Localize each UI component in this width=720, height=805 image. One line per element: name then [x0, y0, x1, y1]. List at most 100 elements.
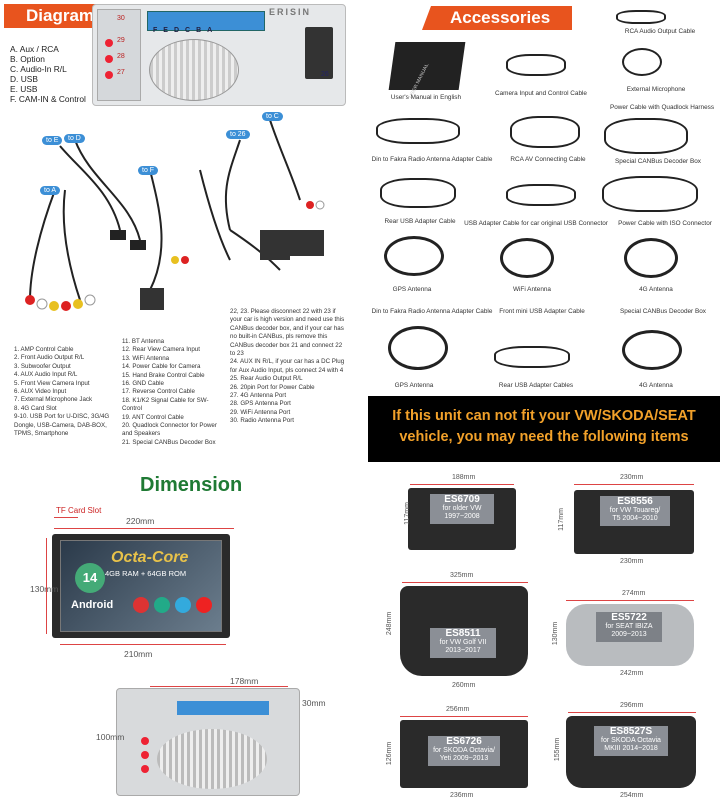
rca-plug	[25, 295, 35, 305]
model-desc1: for SKODA Octavia	[601, 736, 661, 744]
rca-plug	[49, 301, 59, 311]
wire-item: 3. Subwoofer Output	[14, 362, 71, 370]
diagram-legend: A. Aux / RCA B. Option C. Audio-In R/L D…	[10, 44, 86, 104]
model-top-dim: 256mm	[446, 706, 470, 713]
rca-av-cable-image	[510, 116, 580, 148]
usb-plug	[110, 230, 126, 240]
port-letter: E	[163, 27, 168, 34]
wire-item: 25. Rear Audio Output R/L	[230, 375, 303, 383]
panel-number: 27	[117, 69, 125, 76]
model-desc1: for VW Golf VII	[439, 638, 487, 646]
model-bottom-dim: 254mm	[620, 792, 644, 799]
wire-item: 5. Front View Camera Input	[14, 379, 90, 387]
model-bottom-dim: 230mm	[620, 558, 644, 565]
usb-adapter-image	[506, 184, 576, 206]
diagram-banner: Diagram	[4, 4, 109, 28]
wire-item: 8. 4G Card Slot	[14, 404, 57, 412]
height-label: 130mm	[30, 584, 59, 594]
app-icons	[133, 597, 212, 613]
accessory-caption: GPS Antenna	[392, 286, 432, 293]
wire-item: 28. GPS Antenna Port	[230, 400, 291, 408]
callout-to-26: to 26	[226, 130, 250, 139]
back-fan	[157, 729, 267, 789]
model-unit-es8527s: ES8527S for SKODA Octavia MKIII 2014~201…	[566, 716, 696, 788]
model-label-es5722: ES5722 for SEAT IBIZA 2009~2013	[596, 612, 662, 642]
app-icon	[196, 597, 212, 613]
cooling-fan	[149, 39, 239, 101]
tf-card-label: TF Card Slot	[56, 506, 102, 515]
legend-item: C. Audio-In R/L	[10, 64, 67, 74]
accessory-caption: Special CANBus Decoder Box	[620, 308, 706, 315]
model-code: ES5722	[611, 612, 647, 623]
model-code: ES8527S	[609, 726, 653, 737]
port-letters: F E D C B A	[153, 27, 212, 34]
wire-item: 1. AMP Control Cable	[14, 346, 74, 353]
wire-item: 13. WiFi Antenna	[122, 354, 170, 362]
gps-antenna-image	[384, 236, 444, 276]
camera-cable-image	[506, 54, 566, 76]
wire-item: 16. GND Cable	[122, 380, 164, 388]
model-dim-line	[400, 716, 528, 717]
model-dim-line	[566, 600, 694, 601]
model-unit-es6709: ES6709 for older VW 1997~2008	[408, 488, 516, 550]
width-top-label: 220mm	[126, 516, 155, 526]
accessory-caption: Power Cable with Quadlock Harness	[609, 104, 715, 111]
depth-side-label: 30mm	[302, 698, 326, 708]
microphone-image	[622, 48, 662, 76]
model-unit-es5722: ES5722 for SEAT IBIZA 2009~2013	[566, 604, 694, 666]
rca-plug	[73, 299, 83, 309]
accessory-caption: User's Manual in English	[390, 94, 462, 101]
model-code: ES8556	[617, 496, 653, 507]
wire-item: 19. ANT Control Cable	[122, 413, 184, 421]
unit-back-panel: 30 29 28 27 F E D C B A ERISIN 26	[92, 4, 346, 106]
wire-item: 20. Quadlock Connector for Power and Spe…	[122, 422, 217, 438]
rear-usb-cables-image	[494, 346, 570, 368]
model-side-dim: 117mm	[557, 508, 565, 531]
port-dot	[141, 751, 149, 759]
dimension-title: Dimension	[140, 474, 243, 496]
left-connector-panel	[97, 9, 141, 101]
app-icon	[154, 597, 170, 613]
accessory-caption: 4G Antenna	[639, 382, 673, 389]
accessory-caption: USB Adapter Cable for car original USB C…	[464, 220, 608, 227]
gps-antenna-image	[388, 326, 448, 370]
model-dim-line	[568, 712, 696, 713]
wire-item: 22, 23. Please disconnect 22 with 23 if …	[230, 308, 345, 358]
canbus-decoder-box	[290, 230, 324, 256]
legend-item: B. Option	[10, 54, 45, 64]
wire-item: 29. WiFi Antenna Port	[230, 408, 291, 416]
accessories-banner: Accessories	[422, 6, 573, 30]
model-side-dim: 155mm	[554, 737, 562, 762]
model-top-dim: 188mm	[452, 474, 476, 481]
accessory-caption: WiFi Antenna	[512, 286, 551, 293]
width-bottom-line	[60, 644, 226, 645]
wire-list-col1: 1. AMP Control Cable 2. Front Audio Outp…	[14, 346, 114, 438]
port-letter: B	[196, 27, 202, 34]
fakra-adapter-image	[376, 118, 460, 144]
port-dot	[105, 39, 113, 47]
callout-to-c: to C	[262, 112, 283, 121]
model-dim-line	[410, 484, 514, 485]
model-side-dim: 117mm	[403, 502, 411, 525]
width-top-line	[54, 528, 234, 529]
callout-to-e: to E	[42, 136, 63, 145]
accessory-caption: External Microphone	[626, 86, 686, 93]
model-desc2: MKIII 2014~2018	[604, 745, 658, 752]
model-bottom-dim: 242mm	[620, 670, 644, 677]
panel-number: 28	[117, 53, 125, 60]
wire-list-col3: 22, 23. Please disconnect 22 with 23 if …	[230, 308, 346, 426]
model-top-dim: 296mm	[620, 702, 644, 709]
rear-usb-cable-image	[380, 178, 456, 208]
port-letter: D	[173, 27, 180, 34]
rca-plug	[306, 201, 314, 209]
rca-plug	[61, 301, 71, 311]
model-dim-line	[402, 582, 528, 583]
accessory-caption: Din to Fakra Radio Antenna Adapter Cable	[371, 156, 493, 163]
model-top-dim: 274mm	[622, 590, 646, 597]
model-code: ES8511	[445, 628, 481, 639]
depth-top-line	[150, 686, 288, 687]
model-bottom-dim: 260mm	[452, 682, 476, 689]
accessory-caption: Special CANBus Decoder Box	[615, 158, 701, 165]
wire-item: 26. 20pin Port for Power Cable	[230, 383, 315, 391]
model-desc1: for SEAT IBIZA	[605, 622, 653, 630]
